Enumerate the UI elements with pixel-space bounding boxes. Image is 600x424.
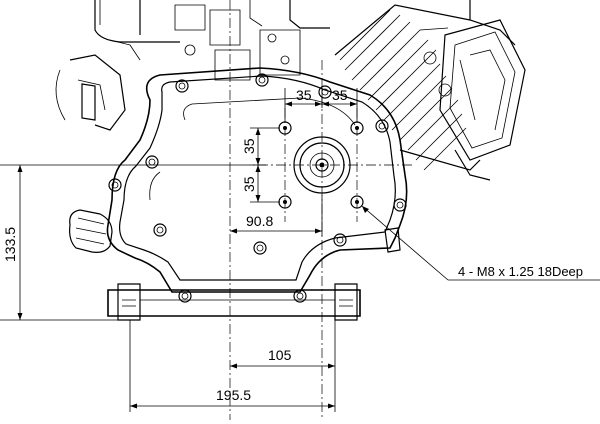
dimension-105: 105 bbox=[230, 320, 336, 372]
dimension-90-8: 90.8 bbox=[230, 195, 323, 236]
dim-vert-upper-label: 35 bbox=[241, 138, 257, 154]
side-lug bbox=[384, 227, 401, 253]
cylinder-fins bbox=[334, 4, 481, 171]
dimension-top-35-35: 35 35 bbox=[284, 87, 358, 122]
dimension-133-5: 133.5 bbox=[0, 164, 240, 321]
center-lines bbox=[229, 0, 412, 420]
dim-105-label: 105 bbox=[268, 347, 292, 363]
oil-filler-cap bbox=[69, 209, 113, 253]
bolt-hole-callout: 4 - M8 x 1.25 18Deep bbox=[361, 205, 600, 281]
dimension-vertical-35-35: 35 35 bbox=[241, 127, 280, 203]
dimension-195-5: 195.5 bbox=[129, 320, 336, 412]
mounting-base bbox=[107, 283, 361, 321]
left-side-parts bbox=[55, 39, 141, 131]
dim-vert-lower-label: 35 bbox=[241, 176, 257, 192]
dim-90-8-label: 90.8 bbox=[246, 213, 273, 229]
cylinder-head bbox=[419, 19, 526, 181]
dim-top-left-label: 35 bbox=[296, 87, 312, 103]
crankcase-cover bbox=[106, 67, 408, 303]
perimeter-bolts bbox=[108, 73, 407, 303]
callout-label: 4 - M8 x 1.25 18Deep bbox=[458, 264, 583, 279]
dim-top-right-label: 35 bbox=[332, 87, 348, 103]
engine-upper-details bbox=[55, 0, 526, 181]
dim-133-5-label: 133.5 bbox=[2, 227, 18, 262]
dim-195-5-label: 195.5 bbox=[216, 387, 251, 403]
